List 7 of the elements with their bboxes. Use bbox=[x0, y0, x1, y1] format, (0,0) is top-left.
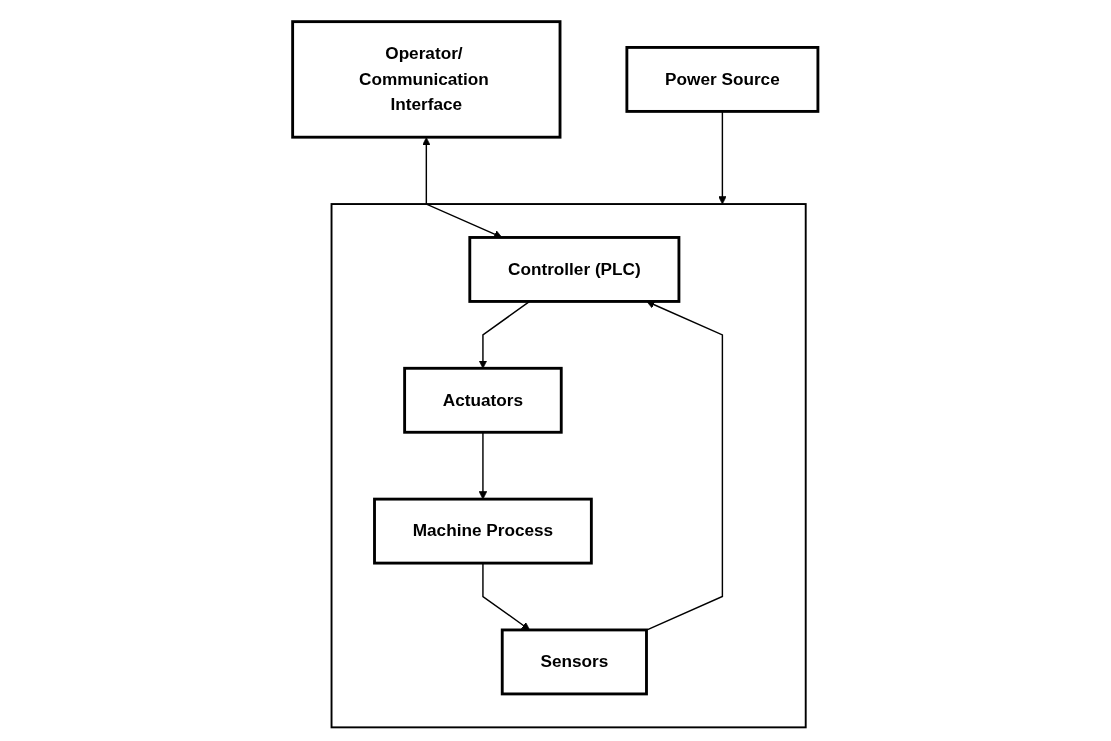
node-box: Machine Process bbox=[373, 497, 593, 565]
cluster bbox=[330, 203, 807, 729]
node-box: Controller (PLC) bbox=[468, 236, 681, 303]
node-box: Operator/ Communication Interface bbox=[291, 20, 562, 139]
node-box: Actuators bbox=[403, 366, 563, 434]
node-box: Power Source bbox=[625, 46, 820, 113]
node-box: Sensors bbox=[501, 628, 649, 696]
